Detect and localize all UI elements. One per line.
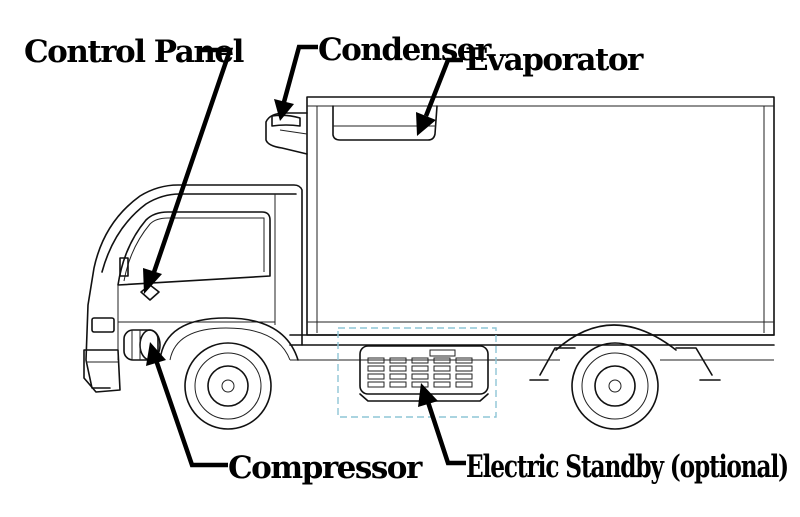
grille-slot xyxy=(389,357,407,364)
rear-wheel xyxy=(571,342,659,430)
callout-leaders xyxy=(143,44,466,468)
electric-standby-leader xyxy=(425,401,466,466)
grille-slot xyxy=(411,365,429,372)
grille-slot xyxy=(455,373,473,380)
grille-slot xyxy=(367,365,385,372)
compressor-arrowhead xyxy=(146,342,166,366)
grille-slot xyxy=(389,381,407,388)
truck-drawing xyxy=(83,96,775,430)
grille-slot xyxy=(433,373,451,380)
cargo-box xyxy=(306,96,775,336)
grille-slot xyxy=(367,357,385,364)
grille-slot xyxy=(411,381,429,388)
grille-slot xyxy=(455,357,473,364)
grille-slot xyxy=(367,373,385,380)
evaporator-leader xyxy=(423,57,463,117)
label-evaporator: Evaporator xyxy=(465,42,644,78)
label-control-panel: Control Panel xyxy=(24,34,244,70)
grille-slot xyxy=(433,381,451,388)
grille-slot xyxy=(389,365,407,372)
electric-standby-arrowhead xyxy=(418,383,438,407)
grille-slot xyxy=(411,357,429,364)
grille-slot xyxy=(455,365,473,372)
grille-slot xyxy=(455,381,473,388)
standby-grille xyxy=(367,357,473,388)
cab xyxy=(83,184,303,393)
control-panel-arrowhead xyxy=(143,268,162,294)
condenser-leader xyxy=(281,44,318,103)
electric-standby-unit xyxy=(337,327,497,418)
electric-standby-dashed-outline xyxy=(337,327,497,418)
grille-slot xyxy=(389,373,407,380)
condenser-unit xyxy=(265,112,308,155)
condenser-arrowhead xyxy=(274,99,294,121)
grille-slot xyxy=(411,373,429,380)
label-condenser: Condenser xyxy=(318,32,492,68)
grille-slot xyxy=(433,365,451,372)
chassis xyxy=(289,324,775,381)
evaporator-arrowhead xyxy=(416,112,436,136)
front-wheel xyxy=(184,342,272,430)
grille-slot xyxy=(367,381,385,388)
grille-slot xyxy=(433,357,451,364)
callout-labels: Control Panel Condenser Evaporator Compr… xyxy=(24,32,790,486)
label-electric-standby: Electric Standby (optional) xyxy=(466,449,788,485)
control-panel-leader xyxy=(149,47,234,279)
label-compressor: Compressor xyxy=(228,450,423,486)
compressor-leader xyxy=(153,359,228,468)
